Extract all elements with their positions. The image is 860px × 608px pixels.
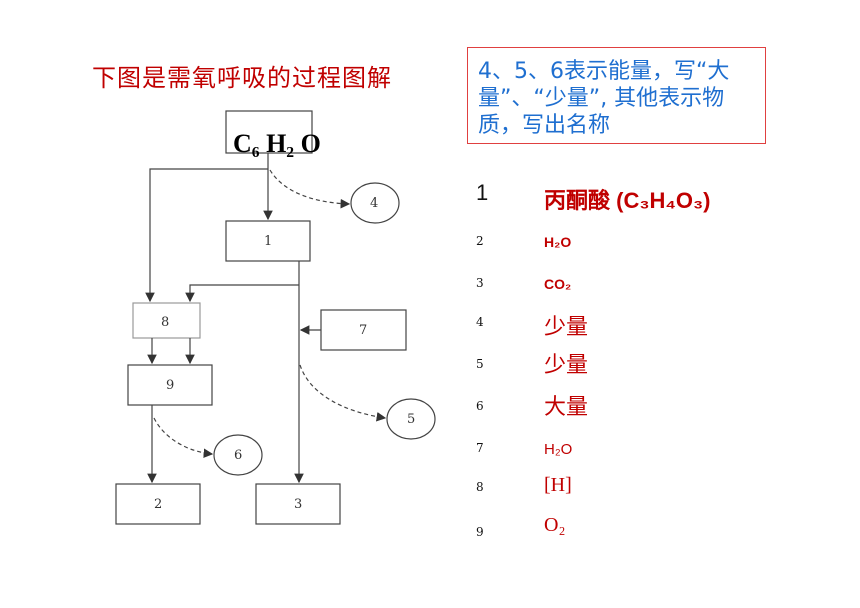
energy-arrow-6 (153, 417, 214, 459)
glucose-box (225, 110, 313, 154)
legend-num: 1 (476, 180, 489, 205)
legend-num: 9 (476, 525, 484, 539)
legend-value: CO₂ (544, 276, 572, 292)
box-2-label: 2 (154, 497, 162, 512)
instruction-text: 4、5、6表示能量，写“大量”、“少量”, 其他表示物质，写出名称 (478, 59, 730, 138)
legend-num: 7 (476, 441, 484, 455)
arrow-glucose-to-8 (145, 168, 268, 303)
box-1 (225, 220, 311, 262)
box-3 (255, 483, 341, 525)
energy-arrow-5 (299, 364, 387, 422)
legend-num: 3 (476, 276, 484, 290)
glucose-formula: C₆ H₂ O (233, 129, 321, 158)
page-title: 下图是需氧呼吸的过程图解 (92, 64, 392, 92)
circle-6 (213, 434, 263, 476)
legend-num: 5 (476, 357, 484, 371)
legend-value: H₂O (544, 441, 573, 458)
legend-num: 4 (476, 315, 484, 329)
arrow-1-to-8 (185, 284, 299, 303)
legend-value: 少量 (544, 315, 589, 340)
circle-4 (350, 182, 400, 224)
circle-5 (386, 398, 436, 440)
box-8 (132, 302, 201, 339)
box-1-label: 1 (264, 234, 272, 249)
box-3-label: 3 (294, 497, 302, 512)
legend-num: 6 (476, 399, 484, 413)
box-9 (127, 364, 213, 406)
legend-value: [H] (544, 474, 572, 496)
legend-value: 少量 (544, 353, 589, 378)
legend-value: 大量 (544, 395, 589, 420)
legend-num: 8 (476, 480, 484, 494)
legend-value: 丙酮酸 (C₃H₄O₃) (544, 188, 711, 213)
circle-4-label: 4 (370, 196, 378, 211)
legend-num: 2 (476, 234, 484, 248)
energy-arrow-4 (269, 169, 351, 209)
box-2 (115, 483, 201, 525)
circle-6-label: 6 (234, 448, 242, 463)
box-8-label: 8 (161, 315, 169, 330)
box-9-label: 9 (166, 378, 174, 393)
instruction-box (467, 47, 766, 144)
legend-value: H₂O (544, 234, 572, 250)
circle-5-label: 5 (407, 412, 415, 427)
legend-value: O₂ (544, 514, 566, 536)
box-7-label: 7 (359, 323, 367, 338)
